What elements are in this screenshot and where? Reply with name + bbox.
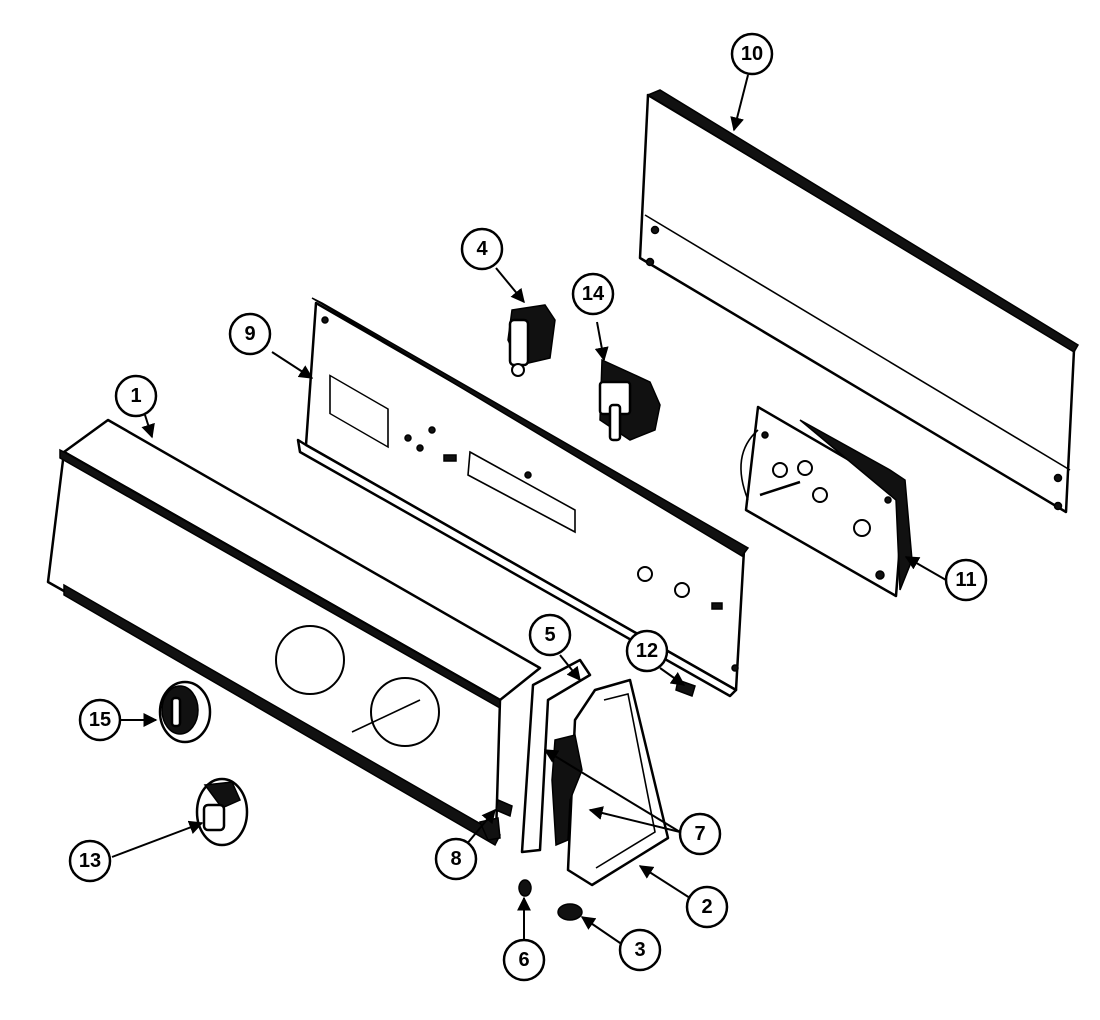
callout-12-label: 12 [636,640,658,662]
callout-1: 1 [114,374,158,418]
callout-3-label: 3 [634,939,645,961]
callout-9-label: 9 [244,323,255,345]
callout-14-label: 14 [582,283,605,305]
callout-8: 8 [434,837,478,881]
callout-7: 7 [678,812,722,856]
rear-panel-part [638,89,1080,514]
callout-1-label: 1 [130,385,141,407]
callout-11-label: 11 [955,569,976,591]
callout-11: 11 [944,558,988,602]
mounting-panel-part [296,297,750,698]
callout-6: 6 [502,938,546,982]
callout-5-label: 5 [544,624,555,646]
callout-7-label: 7 [694,823,705,845]
console-part [46,418,542,847]
callout-15: 15 [78,698,122,742]
screw-part-3 [557,903,583,921]
clip-part-6 [518,879,532,897]
callout-10-label: 10 [741,43,763,65]
switch-part-4 [507,304,556,377]
knob-part-15 [158,680,212,744]
callout-4-label: 4 [476,238,488,260]
callout-4: 4 [460,227,504,271]
callout-13: 13 [68,839,112,883]
switch-part-14 [598,358,661,442]
callout-9: 9 [228,312,272,356]
callout-5: 5 [528,613,572,657]
knob-part-13 [195,777,249,847]
end-cap-part-2 [566,678,670,887]
callout-2: 2 [685,885,729,929]
callout-6-label: 6 [518,949,529,971]
callout-12: 12 [625,629,669,673]
callout-2-label: 2 [701,896,712,918]
callout-14: 14 [571,272,615,316]
leader-lines [111,74,947,946]
callout-10: 10 [730,32,774,76]
callout-15-label: 15 [89,709,111,731]
bracket-part-7 [551,734,583,847]
timer-bracket-part [740,405,913,598]
callout-3: 3 [618,928,662,972]
callout-13-label: 13 [79,850,101,872]
end-trim-part-5 [520,658,592,854]
callout-8-label: 8 [450,848,461,870]
